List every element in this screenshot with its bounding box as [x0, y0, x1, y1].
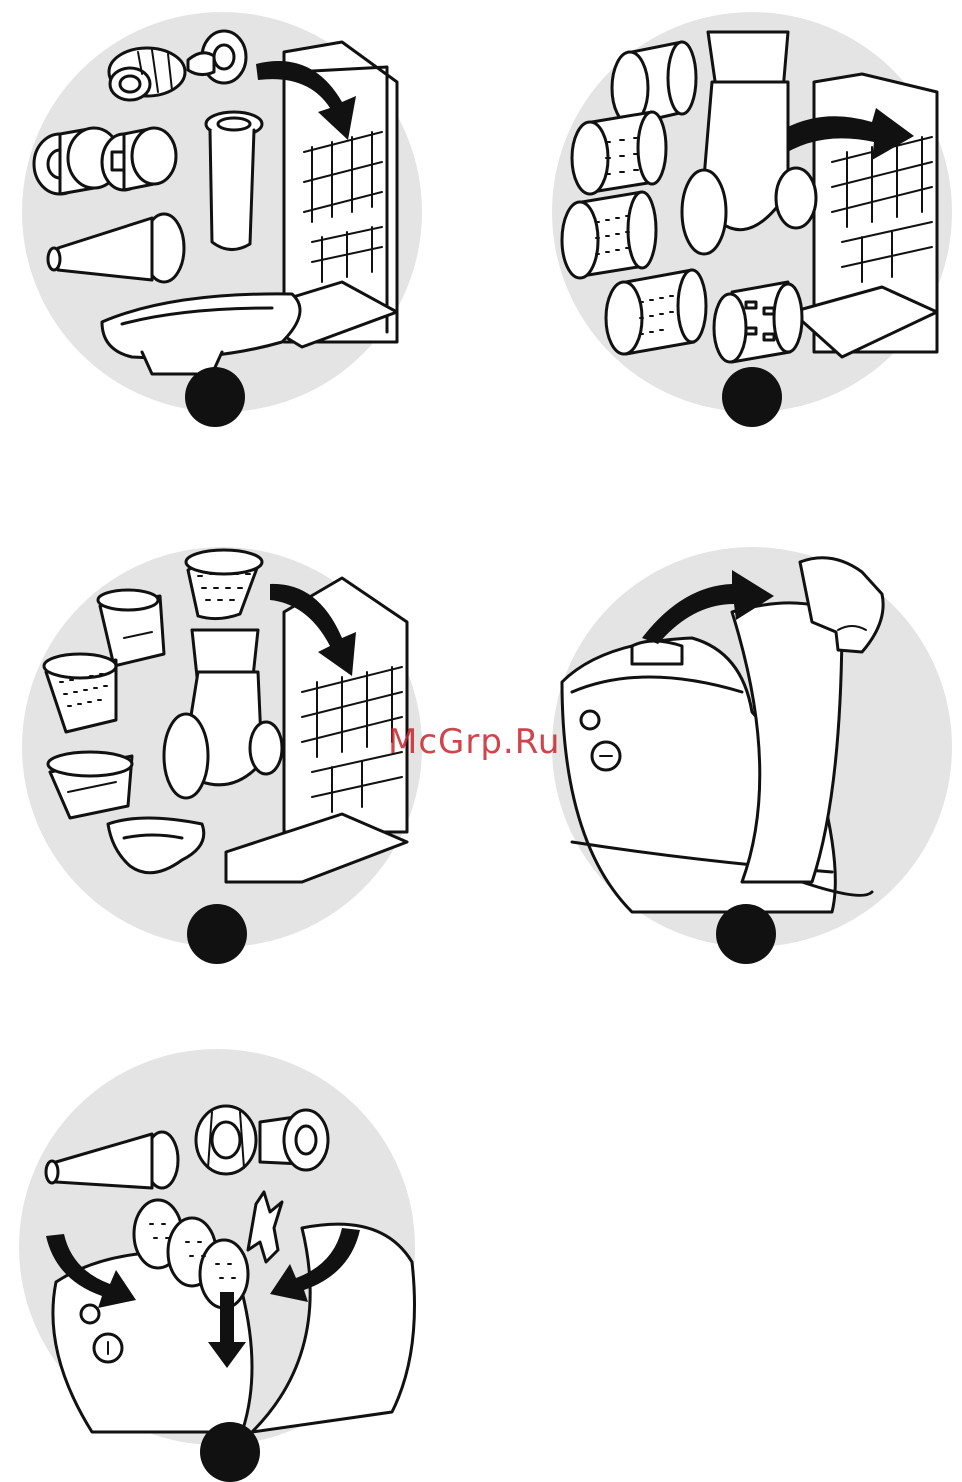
grater-drum-icon — [572, 112, 666, 194]
step-marker — [722, 367, 782, 427]
panel-cone-drums — [12, 542, 432, 962]
panel-store-accessories — [12, 1052, 432, 1472]
step-marker — [716, 904, 776, 964]
grinder-drum-icon — [102, 128, 176, 190]
panel-grater-drums — [542, 12, 962, 432]
step-marker — [200, 1422, 260, 1482]
illustration-grater-drums — [542, 12, 962, 432]
step-marker — [187, 904, 247, 964]
dial-icon — [81, 1305, 99, 1323]
panel-open-storage-cover — [542, 542, 962, 962]
illustration-store-accessories — [12, 1052, 432, 1472]
dial-icon — [581, 711, 599, 729]
watermark-text: McGrp.Ru — [388, 722, 560, 762]
ring-nut-icon — [196, 1106, 256, 1174]
slicer-drum-icon — [714, 282, 802, 362]
grater-drum-icon — [562, 192, 656, 278]
illustration-grinder-parts — [12, 12, 432, 432]
illustration-cone-drums — [12, 542, 432, 962]
step-marker — [185, 367, 245, 427]
illustration-open-cover — [542, 542, 962, 962]
grater-drum-icon — [606, 270, 706, 354]
panel-meat-grinder-parts — [12, 12, 432, 432]
